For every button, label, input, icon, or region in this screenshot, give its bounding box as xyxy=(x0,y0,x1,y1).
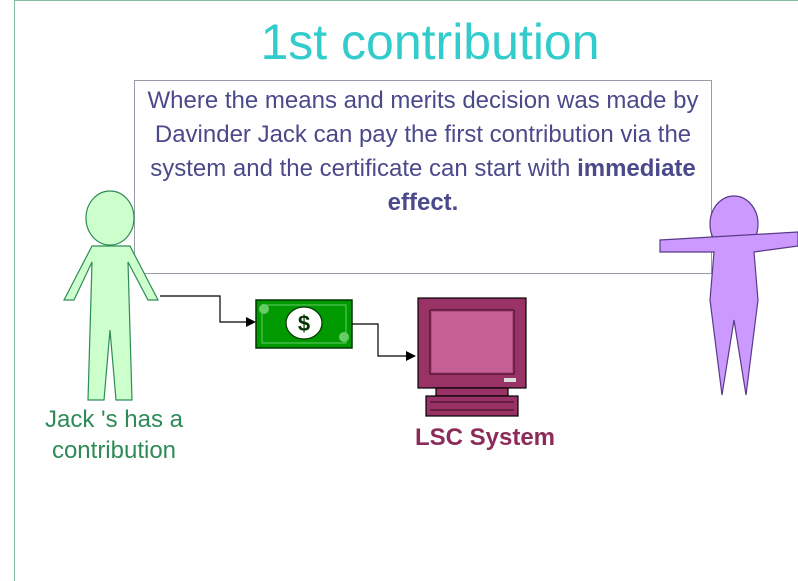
svg-text:$: $ xyxy=(298,311,310,336)
slide-title: 1st contribution xyxy=(260,14,600,70)
arrowhead-to-computer xyxy=(406,351,416,361)
connector-to-computer xyxy=(352,323,408,357)
jack-label: Jack 's has a contribution xyxy=(45,406,183,464)
computer-icon xyxy=(417,297,527,417)
arrowhead-to-money xyxy=(246,317,256,327)
person-right-icon xyxy=(659,195,798,396)
person-left-icon xyxy=(63,190,159,401)
description-box xyxy=(134,80,712,274)
description-emphasis: immediate effect. xyxy=(387,155,696,216)
description-body: Where the means and merits decision was … xyxy=(147,87,699,182)
description-text: Where the means and merits decision was … xyxy=(136,84,710,220)
connector-to-money xyxy=(160,295,248,323)
dollar-bill-icon: $ xyxy=(255,299,353,349)
lsc-system-label: LSC System xyxy=(414,424,556,451)
